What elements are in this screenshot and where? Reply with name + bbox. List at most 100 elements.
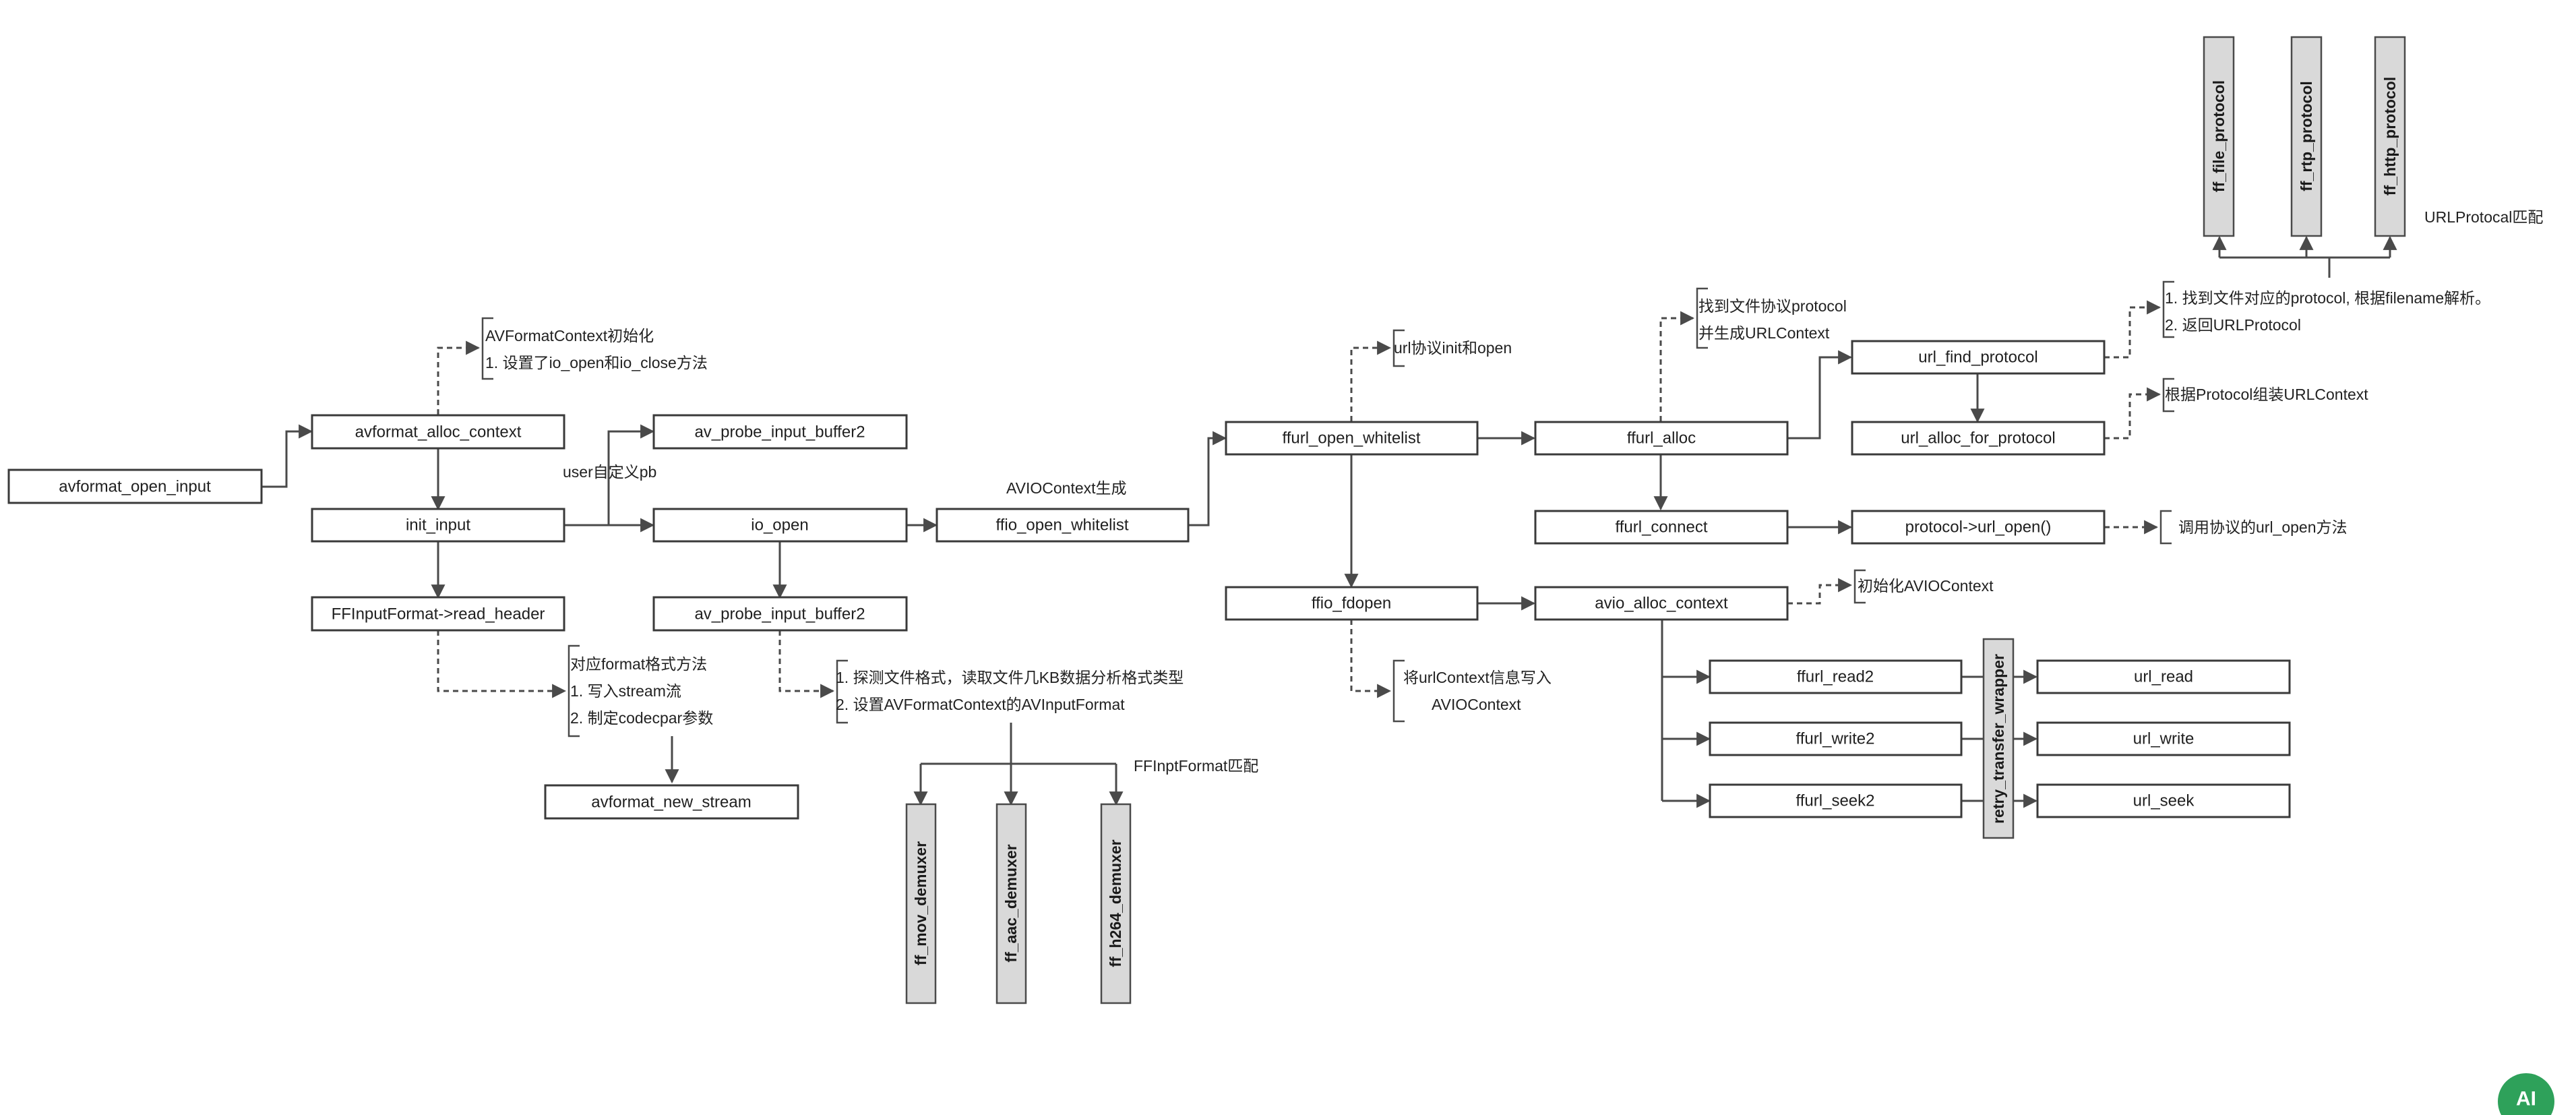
node-ff-http-protocol[interactable]: ff_http_protocol bbox=[2374, 36, 2406, 237]
node-avformat-new-stream[interactable]: avformat_new_stream bbox=[544, 784, 799, 820]
ai-button-label: AI bbox=[2516, 1088, 2536, 1110]
node-label: ffurl_write2 bbox=[1796, 730, 1875, 748]
node-label: ffurl_read2 bbox=[1797, 668, 1874, 686]
node-avformat-alloc-context[interactable]: avformat_alloc_context bbox=[311, 414, 565, 450]
node-ff-rtp-protocol[interactable]: ff_rtp_protocol bbox=[2290, 36, 2323, 237]
edge-ffio-open-to-ffurl-open bbox=[1188, 431, 1227, 526]
label-avio-context-gen: AVIOContext生成 bbox=[1006, 479, 1127, 497]
note-line: 2. 制定codecpar参数 bbox=[570, 709, 713, 727]
edge-dash-ffurl-alloc-note bbox=[1659, 311, 1695, 421]
node-label: avformat_open_input bbox=[59, 478, 211, 496]
node-retry-transfer-wrapper[interactable]: retry_transfer_wrapper bbox=[1982, 638, 2015, 839]
note-url-protocol-init: url协议init和open bbox=[1392, 329, 1512, 367]
note-ffurl-alloc: 找到文件协议protocol 并生成URLContext bbox=[1696, 287, 1847, 349]
node-label: ff_aac_demuxer bbox=[1002, 844, 1020, 962]
edge-dash-url-init-note bbox=[1350, 340, 1392, 421]
node-url-read[interactable]: url_read bbox=[2036, 659, 2291, 694]
node-label: ffio_open_whitelist bbox=[995, 516, 1128, 535]
note-line: 初始化AVIOContext bbox=[1858, 577, 1994, 595]
nodes: avformat_open_input avformat_alloc_conte… bbox=[7, 36, 2406, 1004]
node-label: url_write bbox=[2133, 730, 2195, 748]
note-line: 2. 设置AVFormatContext的AVInputFormat bbox=[836, 696, 1125, 713]
node-label: protocol->url_open() bbox=[1905, 518, 2052, 537]
note-line: url协议init和open bbox=[1394, 339, 1512, 357]
node-url-find-protocol[interactable]: url_find_protocol bbox=[1851, 340, 2106, 375]
node-ff-mov-demuxer[interactable]: ff_mov_demuxer bbox=[905, 803, 937, 1004]
node-label: ff_h264_demuxer bbox=[1107, 839, 1124, 967]
node-label: url_seek bbox=[2133, 792, 2195, 810]
edges bbox=[262, 235, 2397, 808]
node-label: init_input bbox=[406, 516, 470, 535]
node-label: ffurl_open_whitelist bbox=[1282, 429, 1420, 448]
node-init-input[interactable]: init_input bbox=[311, 508, 565, 543]
node-ffurl-open-whitelist[interactable]: ffurl_open_whitelist bbox=[1225, 421, 1479, 456]
node-ffurl-alloc[interactable]: ffurl_alloc bbox=[1534, 421, 1789, 456]
node-probe-input-buffer2-bottom[interactable]: av_probe_input_buffer2 bbox=[652, 596, 908, 632]
label-urlprotocol-match: URLProtocal匹配 bbox=[2424, 208, 2543, 226]
node-label: url_find_protocol bbox=[1918, 349, 2037, 367]
node-protocol-url-open[interactable]: protocol->url_open() bbox=[1851, 510, 2106, 545]
note-find-protocol: 1. 找到文件对应的protocol, 根据filename解析。 2. 返回U… bbox=[2162, 280, 2490, 338]
edge-open-input-to-alloc-context bbox=[262, 424, 313, 488]
node-label: FFInputFormat->read_header bbox=[332, 605, 545, 624]
node-avformat-open-input[interactable]: avformat_open_input bbox=[7, 469, 263, 504]
node-ffurl-write2[interactable]: ffurl_write2 bbox=[1709, 721, 1963, 756]
node-url-alloc-for-protocol[interactable]: url_alloc_for_protocol bbox=[1851, 421, 2106, 456]
note-fdopen: 将urlContext信息写入 AVIOContext bbox=[1392, 659, 1552, 723]
node-label: ffurl_seek2 bbox=[1796, 792, 1875, 810]
node-url-seek[interactable]: url_seek bbox=[2036, 783, 2291, 818]
note-line: 2. 返回URLProtocol bbox=[2165, 316, 2301, 334]
node-ff-h264-demuxer[interactable]: ff_h264_demuxer bbox=[1100, 803, 1132, 1004]
edge-dash-find-protocol-note bbox=[2104, 300, 2161, 359]
node-ffurl-seek2[interactable]: ffurl_seek2 bbox=[1709, 783, 1963, 818]
node-label: av_probe_input_buffer2 bbox=[694, 423, 865, 442]
node-label: avformat_new_stream bbox=[591, 793, 751, 812]
note-line: 找到文件协议protocol bbox=[1698, 297, 1847, 315]
note-line: 将urlContext信息写入 bbox=[1403, 669, 1552, 686]
ai-assistant-button[interactable]: AI bbox=[2498, 1073, 2554, 1115]
note-read-header: 对应format格式方法 1. 写入stream流 2. 制定codecpar参… bbox=[568, 644, 713, 737]
note-line: 根据Protocol组装URLContext bbox=[2165, 386, 2368, 403]
node-ffio-fdopen[interactable]: ffio_fdopen bbox=[1225, 586, 1479, 621]
labels: user自定义pb AVIOContext生成 FFInptFormat匹配 U… bbox=[563, 208, 2543, 775]
edge-dash-avio-alloc-note bbox=[1787, 578, 1853, 605]
note-line: 调用协议的url_open方法 bbox=[2178, 518, 2348, 536]
node-label: io_open bbox=[751, 516, 808, 535]
note-line: 1. 设置了io_open和io_close方法 bbox=[485, 354, 708, 371]
node-label: url_read bbox=[2134, 668, 2193, 686]
node-label: url_alloc_for_protocol bbox=[1901, 429, 2055, 448]
node-ffurl-read2[interactable]: ffurl_read2 bbox=[1709, 659, 1963, 694]
node-avio-alloc-context[interactable]: avio_alloc_context bbox=[1534, 586, 1789, 621]
note-line: AVFormatContext初始化 bbox=[485, 327, 654, 344]
edge-dash-probe-note bbox=[778, 630, 835, 698]
node-label: retry_transfer_wrapper bbox=[1990, 654, 2007, 824]
node-read-header[interactable]: FFInputFormat->read_header bbox=[311, 596, 565, 632]
note-alloc-for-protocol: 根据Protocol组装URLContext bbox=[2162, 378, 2368, 413]
note-line: 1. 探测文件格式，读取文件几KB数据分析格式类型 bbox=[836, 669, 1184, 686]
node-label: avio_alloc_context bbox=[1595, 595, 1728, 613]
node-ffio-open-whitelist[interactable]: ffio_open_whitelist bbox=[936, 508, 1190, 543]
edge-dash-alloc-note bbox=[437, 340, 481, 415]
node-label: ffurl_alloc bbox=[1627, 429, 1696, 448]
edge-ffurl-alloc-to-find-protocol bbox=[1787, 350, 1853, 440]
note-line: AVIOContext bbox=[1432, 696, 1521, 713]
note-line: 1. 找到文件对应的protocol, 根据filename解析。 bbox=[2165, 289, 2490, 307]
label-user-pb: user自定义pb bbox=[563, 463, 656, 481]
note-line: 并生成URLContext bbox=[1698, 324, 1830, 342]
edge-dash-read-header-note bbox=[437, 630, 567, 698]
edge-dash-alloc-for-protocol-note bbox=[2104, 387, 2161, 440]
node-label: ff_mov_demuxer bbox=[912, 841, 929, 965]
node-label: ff_file_protocol bbox=[2210, 80, 2228, 192]
node-label: ff_http_protocol bbox=[2381, 77, 2399, 195]
node-ffurl-connect[interactable]: ffurl_connect bbox=[1534, 510, 1789, 545]
node-probe-input-buffer2-top[interactable]: av_probe_input_buffer2 bbox=[652, 414, 908, 450]
node-label: avformat_alloc_context bbox=[355, 423, 522, 442]
node-label: ffio_fdopen bbox=[1312, 595, 1391, 613]
node-url-write[interactable]: url_write bbox=[2036, 721, 2291, 756]
node-ff-aac-demuxer[interactable]: ff_aac_demuxer bbox=[995, 803, 1027, 1004]
edge-init-input-to-probe-top bbox=[607, 424, 655, 525]
note-url-open: 调用协议的url_open方法 bbox=[2159, 510, 2348, 545]
node-io-open[interactable]: io_open bbox=[652, 508, 908, 543]
note-avio-alloc: 初始化AVIOContext bbox=[1853, 569, 1994, 604]
node-ff-file-protocol[interactable]: ff_file_protocol bbox=[2203, 36, 2235, 237]
